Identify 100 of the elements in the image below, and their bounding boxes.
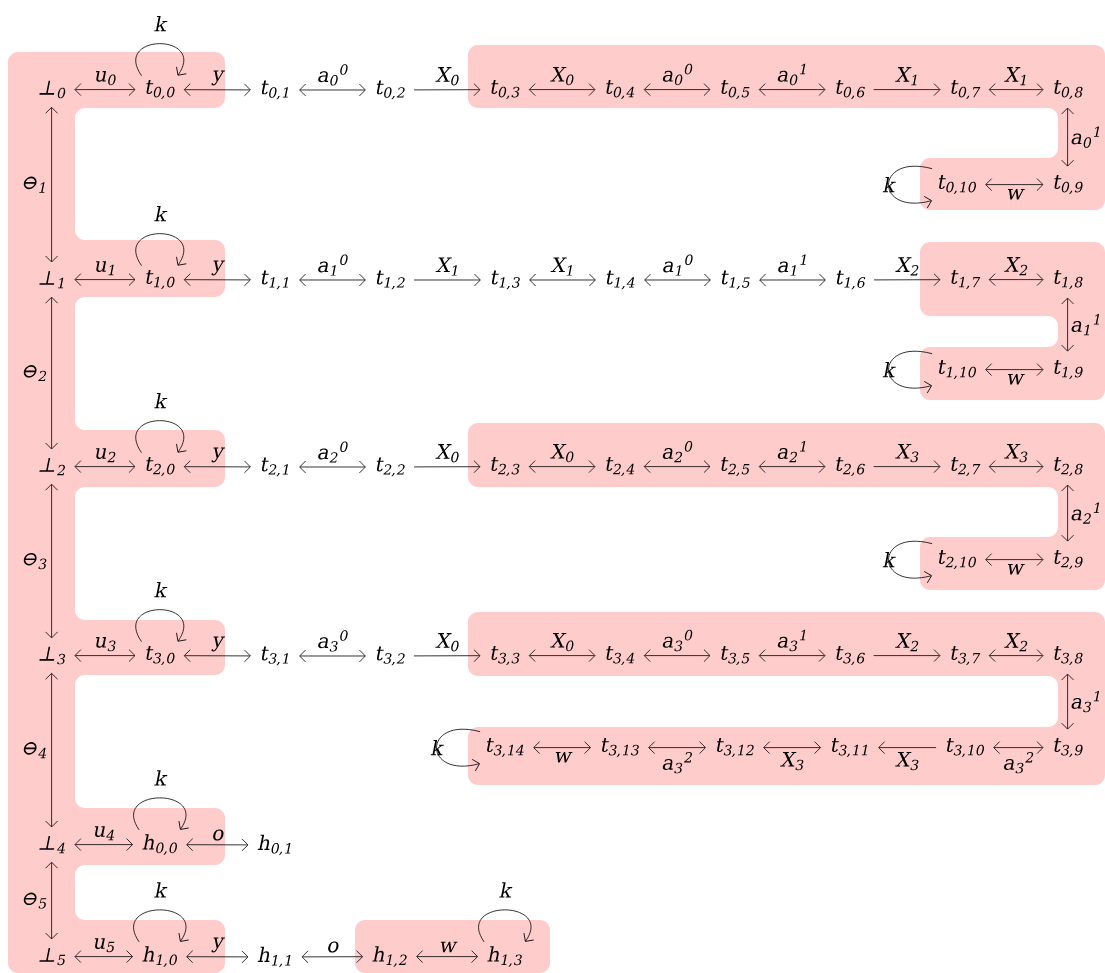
term-label: t$_{0,10}$ [938, 175, 976, 195]
edge-label: y [211, 260, 225, 276]
edge-label: ⊖$_{3}$ [23, 552, 47, 570]
term-label: t$_{0,4}$ [606, 80, 635, 100]
arrow [528, 83, 596, 96]
edge-label: a$_{2}$0 [318, 441, 348, 463]
arrow [301, 950, 363, 964]
arrow [45, 106, 58, 263]
arrow [45, 296, 58, 450]
edge-label: y [211, 636, 225, 652]
edge-label: u$_{4}$ [94, 826, 115, 841]
term-label: ⊥$_{4}$ [39, 835, 65, 854]
edge-label: X$_{1}$ [1004, 67, 1026, 86]
term-label: t$_{3,3}$ [491, 646, 520, 666]
arrow [45, 483, 58, 639]
edge-label: a$_{1}$0 [318, 254, 348, 276]
edge-label: a$_{2}$0 [662, 441, 693, 463]
arrow [759, 273, 826, 287]
term-label: t$_{2,9}$ [1054, 550, 1083, 570]
term-label: t$_{3,10}$ [946, 738, 984, 758]
term-label: t$_{0,9}$ [1054, 175, 1083, 195]
edge-label: k [154, 16, 168, 32]
edge-label: X$_{3}$ [895, 443, 919, 463]
term-label: ⊥$_{5}$ [39, 947, 66, 966]
edge-label: u$_{2}$ [96, 448, 116, 463]
edge-label: a$_{2}$1 [777, 441, 806, 463]
arrow [413, 83, 481, 97]
arrow [873, 273, 941, 287]
term-label: t$_{3,7}$ [951, 646, 981, 666]
arrow [1061, 673, 1074, 730]
edge-label: o [328, 941, 339, 953]
edge-label: X$_{3}$ [1004, 443, 1028, 463]
arrow [413, 273, 481, 287]
arrow [873, 460, 941, 473]
edge-label: a$_{0}$1 [1071, 126, 1100, 148]
arrow [529, 273, 596, 287]
edge-label: ⊖$_{5}$ [23, 892, 47, 909]
edge-label: k [499, 882, 513, 898]
loop-arrow [135, 233, 187, 267]
edge-label: w [1007, 564, 1025, 575]
term-label: t$_{0,2}$ [376, 80, 405, 100]
arrow [985, 178, 1044, 191]
edge-label: y [211, 937, 225, 953]
edge-label: w [1007, 189, 1025, 200]
term-label: t$_{1,3}$ [491, 270, 520, 290]
term-label: h$_{0,0}$ [142, 834, 177, 855]
loop-arrow [135, 609, 187, 643]
term-label: t$_{3,0}$ [146, 646, 175, 666]
arrow [763, 741, 821, 754]
arrow [988, 649, 1044, 662]
arrow [1061, 297, 1074, 352]
term-label: h$_{1,3}$ [487, 946, 522, 967]
arrow [988, 83, 1044, 96]
edge-label: u$_{0}$ [96, 71, 116, 86]
arrow [873, 649, 941, 662]
arrow [528, 460, 596, 473]
edge-label: a$_{1}$1 [778, 254, 806, 276]
edge-label: X$_{2}$ [1004, 257, 1028, 276]
edge-label: k [882, 552, 896, 568]
arrow [45, 672, 58, 828]
term-label: t$_{2,0}$ [146, 457, 175, 477]
edge-label: a$_{3}$2 [662, 752, 692, 774]
arrow [643, 649, 711, 662]
term-label: t$_{1,9}$ [1054, 360, 1083, 380]
edge-label: k [154, 882, 168, 898]
term-label: t$_{0,7}$ [951, 80, 981, 100]
loop-arrow [888, 165, 933, 209]
term-label: h$_{1,0}$ [142, 946, 177, 967]
arrow [993, 741, 1044, 754]
edge-label: y [211, 447, 225, 463]
edge-label: a$_{3}$0 [318, 630, 348, 652]
edge-label: X$_{1}$ [435, 257, 457, 276]
arrow [183, 83, 251, 97]
edge-label: y [211, 70, 225, 86]
arrow [643, 83, 711, 96]
arrow [299, 83, 366, 97]
edge-label: a$_{3}$1 [1071, 690, 1100, 713]
term-label: t$_{1,0}$ [146, 270, 175, 290]
loop-arrow [133, 797, 190, 831]
term-label: h$_{1,1}$ [257, 946, 291, 968]
arrow [45, 861, 58, 940]
highlight-region [468, 612, 1105, 785]
edge-label: X$_{0}$ [550, 66, 574, 86]
arrow [878, 741, 937, 754]
term-label: t$_{0,6}$ [836, 80, 865, 100]
edge-label: X$_{3}$ [780, 752, 804, 771]
term-label: t$_{0,5}$ [721, 80, 750, 100]
term-label: h$_{0,1}$ [257, 834, 291, 856]
arrow [413, 649, 481, 663]
edge-label: k [882, 362, 896, 378]
edge-label: X$_{0}$ [435, 633, 459, 652]
edge-label: w [440, 941, 458, 953]
arrow [183, 273, 251, 287]
arrow [74, 838, 133, 851]
edge-label: k [882, 177, 896, 193]
arrow [74, 649, 136, 662]
arrow [758, 649, 826, 662]
edge-label: X$_{2}$ [1004, 633, 1028, 652]
term-label: t$_{1,1}$ [261, 270, 288, 290]
arrow [758, 83, 826, 96]
